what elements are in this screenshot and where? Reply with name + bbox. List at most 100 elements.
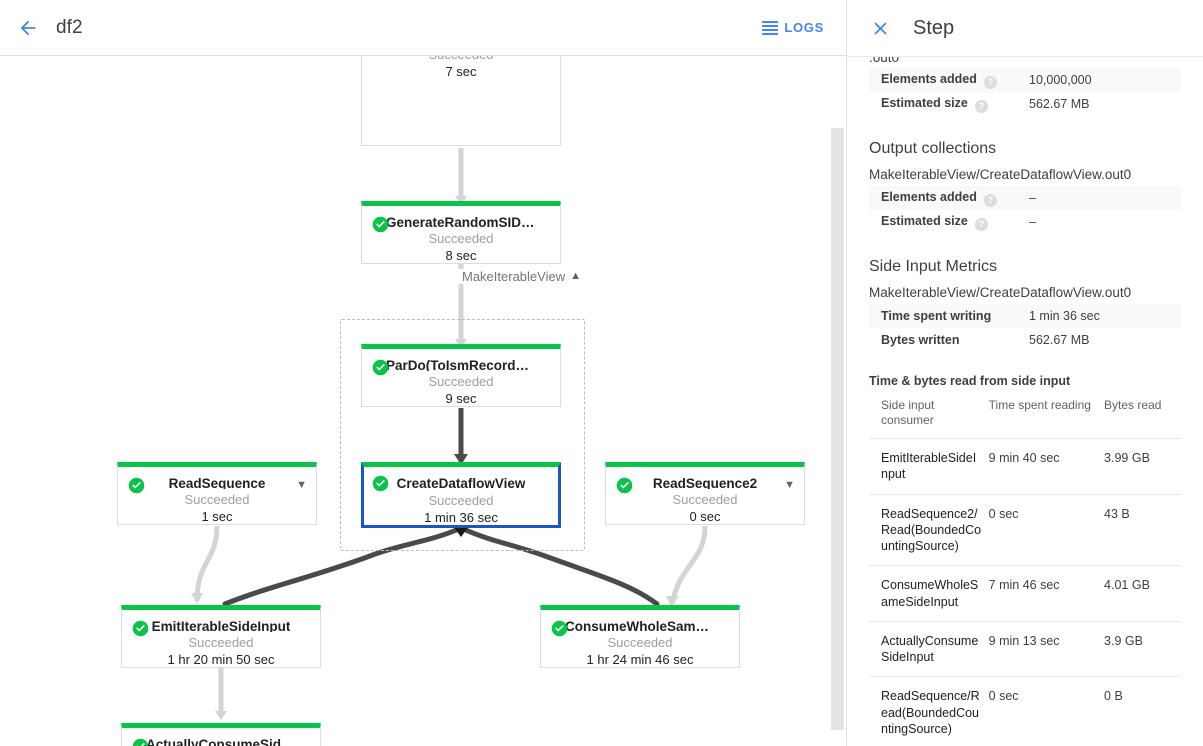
column-header-time: Time spent reading — [988, 398, 1091, 412]
cell-bytes: 43 B — [1104, 493, 1181, 566]
metric-value: 562.67 MB — [1029, 333, 1090, 347]
chevron-down-icon[interactable]: ▼ — [296, 479, 307, 491]
check-circle-icon — [372, 359, 389, 376]
cell-bytes: 3.9 GB — [1104, 620, 1181, 677]
help-circle-icon[interactable]: ? — [974, 99, 988, 113]
side-input-metrics-title: Side Input Metrics — [869, 258, 998, 275]
chevron-up-icon: ▲ — [570, 270, 581, 282]
cell-time: 7 min 46 sec — [988, 565, 1105, 622]
cell-time: 0 sec — [988, 493, 1105, 566]
logs-button-label: LOGS — [784, 20, 824, 35]
canvas-scrollbar-thumb[interactable] — [831, 128, 844, 730]
table-row: ActuallyConsumeSideInput 9 min 13 sec 3.… — [869, 620, 1181, 677]
step-node-status: Succeeded — [428, 493, 494, 508]
job-graph-pane: df2 LOGS — [0, 0, 846, 746]
cell-time: 9 min 13 sec — [988, 620, 1105, 677]
step-node-partial-top[interactable]: Succeeded 7 sec — [361, 56, 561, 146]
cell-time: 9 min 40 sec — [988, 438, 1105, 494]
metric-row: Elements added? 10,000,000 — [869, 68, 1181, 92]
step-node-actually-consume-side-input[interactable]: ActuallyConsumeSideI… Succeeded 1 hr 12 … — [121, 723, 321, 746]
output-collections-table: Elements added? – Estimated size? – — [869, 186, 1181, 234]
table-header: Side input consumer Time spent reading B… — [869, 392, 1181, 439]
cell-bytes: 3.99 GB — [1104, 438, 1181, 494]
metric-value: – — [1029, 191, 1036, 205]
cell-consumer: ActuallyConsumeSideInput — [869, 620, 989, 677]
chevron-down-icon[interactable]: ▼ — [784, 479, 795, 491]
logs-button[interactable]: LOGS — [762, 20, 824, 35]
check-circle-icon — [128, 477, 145, 494]
step-node-name: CreateDataflowView — [396, 476, 526, 490]
step-node-read-sequence[interactable]: ▼ ReadSequence Succeeded 1 sec — [117, 462, 317, 525]
graph-canvas[interactable]: MakeIterableView ▲ Succeeded 7 sec Gener… — [0, 56, 846, 746]
cell-time: 0 sec — [988, 676, 1105, 746]
table-body: EmitIterableSideInput 9 min 40 sec 3.99 … — [869, 438, 1181, 746]
step-node-time: 9 sec — [445, 391, 477, 406]
metric-value: 10,000,000 — [1029, 73, 1092, 87]
help-circle-icon[interactable]: ? — [974, 217, 988, 231]
side-input-metrics-table: Time spent writing 1 min 36 sec Bytes wr… — [869, 304, 1181, 352]
step-node-status: Succeeded — [184, 492, 250, 507]
check-circle-icon — [616, 477, 633, 494]
step-node-name: ConsumeWholeSameSi… — [565, 619, 715, 632]
step-node-name: ParDo(ToIsmRecordFor… — [386, 358, 536, 371]
metric-row: Estimated size? – — [869, 210, 1181, 234]
step-node-consume-whole-same-side-input[interactable]: ConsumeWholeSameSi… Succeeded 1 hr 24 mi… — [540, 605, 740, 668]
step-node-time: 0 sec — [689, 509, 721, 524]
step-node-status: Succeeded — [188, 635, 254, 650]
step-node-status: Succeeded — [607, 635, 673, 650]
page-title: df2 — [56, 16, 83, 38]
check-circle-icon — [132, 620, 149, 637]
metric-row: Time spent writing 1 min 36 sec — [869, 304, 1181, 328]
cell-consumer: EmitIterableSideInput — [869, 438, 989, 494]
arrow-left-icon — [20, 20, 36, 35]
metric-row: Elements added? – — [869, 186, 1181, 210]
input-metrics-table: Elements added? 10,000,000 Estimated siz… — [869, 68, 1181, 116]
output-collections-title: Output collections — [869, 140, 997, 157]
canvas-scrollbar[interactable] — [830, 56, 846, 746]
step-node-name: ActuallyConsumeSideI… — [146, 737, 296, 746]
step-node-name: GenerateRandomSIData — [386, 215, 536, 228]
group-label-text: MakeIterableView — [462, 269, 566, 284]
step-node-read-sequence-2[interactable]: ▼ ReadSequence2 Succeeded 0 sec — [605, 462, 805, 525]
group-label-make-iterable-view[interactable]: MakeIterableView ▲ — [458, 269, 585, 284]
step-node-status: Succeeded — [428, 56, 493, 62]
step-node-create-dataflow-view[interactable]: CreateDataflowView Succeeded 1 min 36 se… — [361, 462, 561, 528]
table-header-row: Side input consumer Time spent reading B… — [869, 392, 1181, 439]
clipped-collection-name: .out0 — [869, 57, 1181, 64]
metric-value: 562.67 MB — [1029, 97, 1090, 111]
check-circle-icon — [551, 620, 568, 637]
group-make-iterable-view[interactable] — [340, 319, 585, 551]
table-row: ConsumeWholeSameSideInput 7 min 46 sec 4… — [869, 565, 1181, 622]
check-circle-icon — [372, 216, 389, 233]
close-panel-button[interactable] — [869, 17, 891, 39]
side-input-metrics-subtitle: MakeIterableView/CreateDataflowView.out0 — [869, 285, 1132, 300]
step-node-status: Succeeded — [428, 231, 494, 246]
step-node-emit-iterable-side-input[interactable]: EmitIterableSideInput Succeeded 1 hr 20 … — [121, 605, 321, 668]
cell-bytes: 4.01 GB — [1104, 565, 1181, 622]
step-node-pardo-to-ism-record-for[interactable]: ParDo(ToIsmRecordFor… Succeeded 9 sec — [361, 344, 561, 407]
metric-key: Time spent writing — [881, 309, 992, 323]
step-node-time: 7 sec — [445, 64, 477, 79]
metric-key: Estimated size — [881, 95, 968, 110]
table-row: ReadSequence2/Read(BoundedCountingSource… — [869, 493, 1181, 566]
cell-consumer: ReadSequence2/Read(BoundedCountingSource… — [869, 493, 989, 566]
table-row: ReadSequence/Read(BoundedCountingSource)… — [869, 676, 1181, 746]
back-button[interactable] — [10, 10, 46, 46]
panel-body[interactable]: .out0 Elements added? 10,000,000 Estimat… — [847, 57, 1203, 746]
panel-title: Step — [913, 16, 955, 39]
step-node-generate-random-si-data[interactable]: GenerateRandomSIData Succeeded 8 sec — [361, 201, 561, 264]
close-icon — [873, 21, 887, 35]
step-node-time: 1 hr 20 min 50 sec — [167, 652, 275, 667]
help-circle-icon[interactable]: ? — [983, 75, 997, 89]
help-circle-icon[interactable]: ? — [983, 193, 997, 207]
output-collections-subtitle: MakeIterableView/CreateDataflowView.out0 — [869, 167, 1132, 182]
metric-row: Bytes written 562.67 MB — [869, 328, 1181, 352]
top-bar: df2 LOGS — [0, 0, 846, 56]
table-row: EmitIterableSideInput 9 min 40 sec 3.99 … — [869, 438, 1181, 494]
step-node-time: 1 sec — [201, 509, 233, 524]
step-node-time: 1 min 36 sec — [424, 510, 498, 525]
side-input-table-title: Time & bytes read from side input — [869, 374, 1071, 388]
step-node-name: EmitIterableSideInput — [151, 619, 291, 632]
cell-consumer: ReadSequence/Read(BoundedCountingSource) — [869, 676, 989, 746]
check-circle-icon — [132, 738, 149, 746]
